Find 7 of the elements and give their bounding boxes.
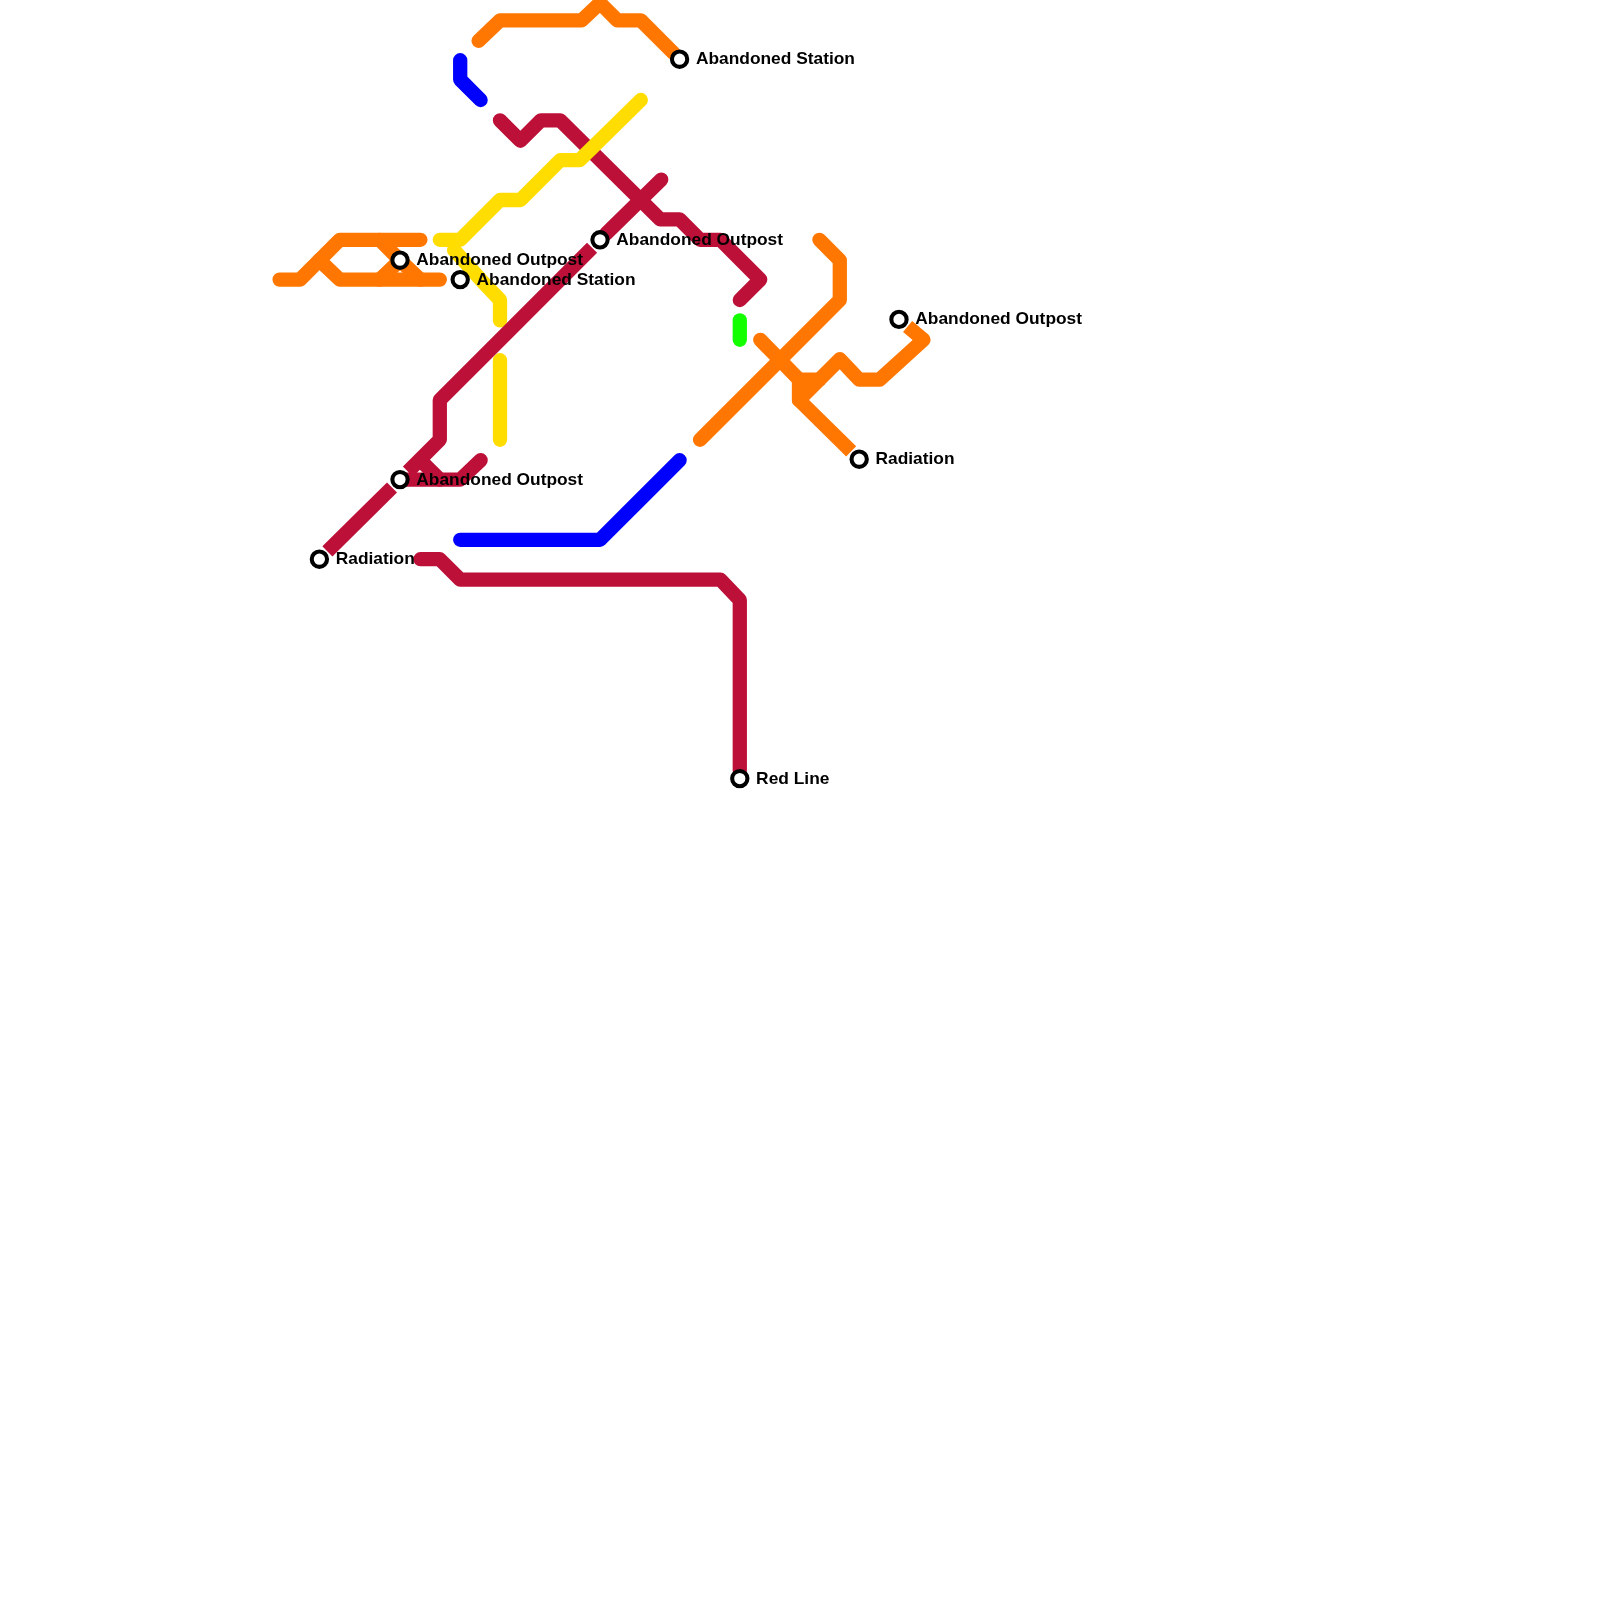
station-name: Abandoned Station [695,49,855,70]
station-name: Abandoned Outpost [915,309,1082,330]
station-name: Red Line [756,768,830,789]
metro-line [322,482,398,557]
metro-line [791,321,931,457]
station-name: Radiation [335,549,415,570]
station-name: Radiation [875,449,955,470]
